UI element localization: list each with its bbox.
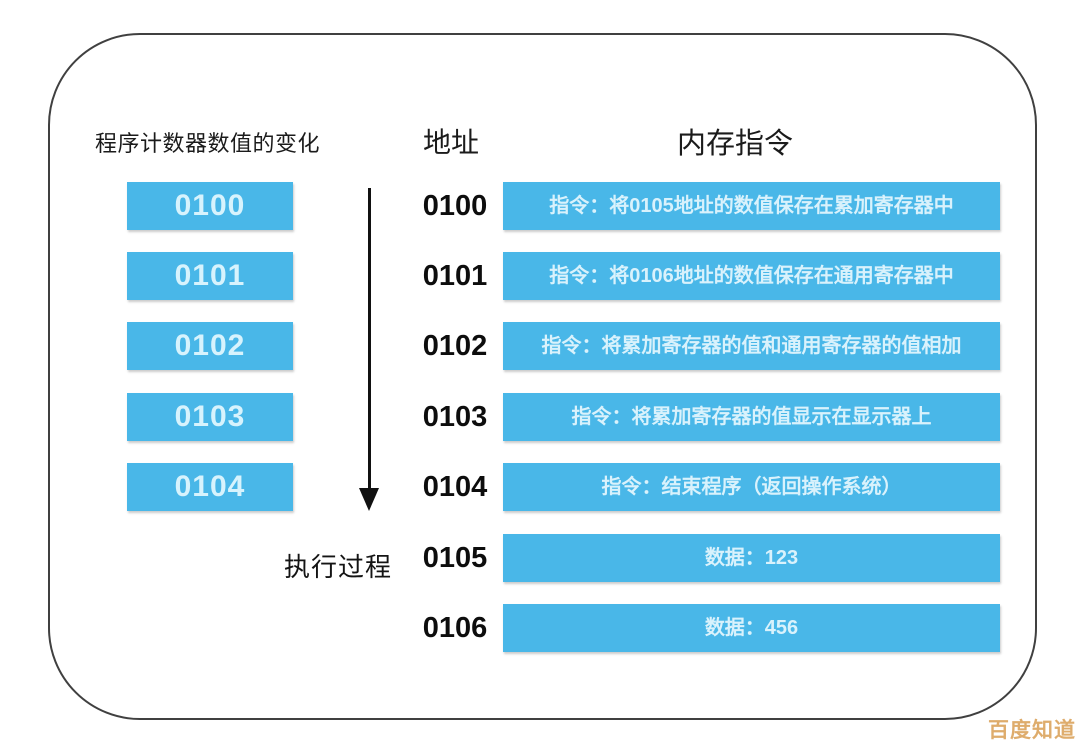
- memory-row: 数据：123: [503, 534, 1000, 582]
- memory-column-header: 内存指令: [677, 128, 794, 160]
- pc-box: 0103: [127, 393, 293, 441]
- address-label: 0101: [422, 260, 488, 292]
- address-label: 0102: [422, 330, 488, 362]
- pc-box: 0101: [127, 252, 293, 300]
- memory-row: 指令：将累加寄存器的值显示在显示器上: [503, 393, 1000, 441]
- execution-process-label: 执行过程: [284, 552, 393, 582]
- pc-box: 0102: [127, 322, 293, 370]
- memory-row: 指令：将0105地址的数值保存在累加寄存器中: [503, 182, 1000, 230]
- pc-column-header: 程序计数器数值的变化: [95, 131, 321, 156]
- memory-row: 指令：将累加寄存器的值和通用寄存器的值相加: [503, 322, 1000, 370]
- address-column-header: 地址: [423, 127, 480, 158]
- pc-box: 0100: [127, 182, 293, 230]
- address-label: 0104: [422, 471, 488, 503]
- baidu-zhidao-watermark: 百度知道: [988, 719, 1076, 742]
- address-label: 0105: [422, 542, 488, 574]
- down-arrow-icon: [359, 488, 379, 511]
- arrow-line: [368, 188, 371, 490]
- address-label: 0106: [422, 612, 488, 644]
- pc-box: 0104: [127, 463, 293, 511]
- memory-row: 指令：结束程序（返回操作系统）: [503, 463, 1000, 511]
- address-label: 0100: [422, 190, 488, 222]
- address-label: 0103: [422, 401, 488, 433]
- memory-row: 指令：将0106地址的数值保存在通用寄存器中: [503, 252, 1000, 300]
- memory-row: 数据：456: [503, 604, 1000, 652]
